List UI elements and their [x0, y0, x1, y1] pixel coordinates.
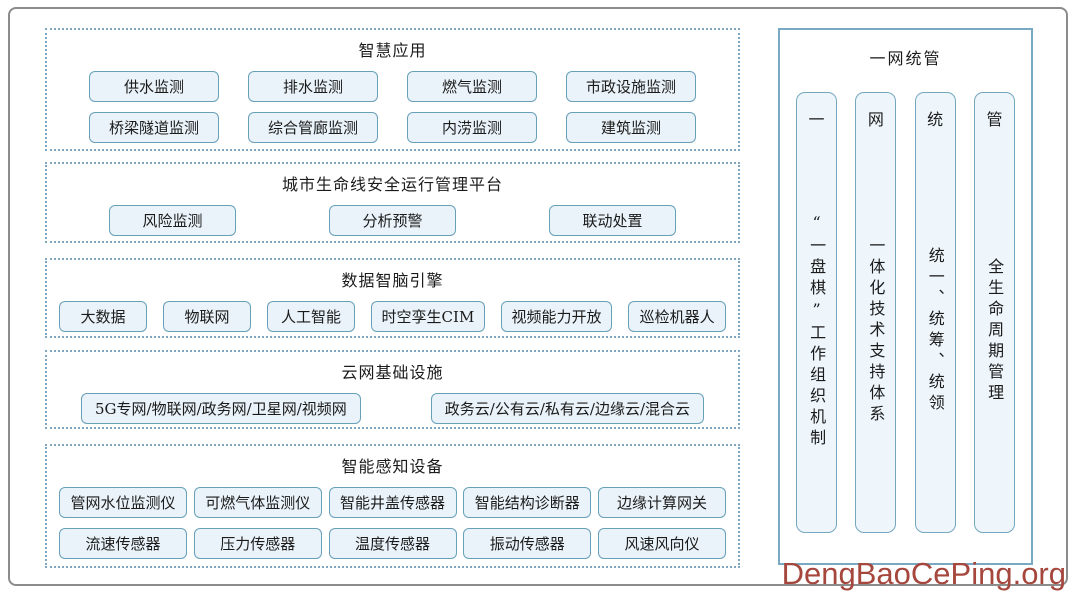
item-box: 智能井盖传感器	[328, 487, 457, 518]
item-box: 时空孪生CIM	[371, 301, 485, 332]
pillar-body: 统一、统筹、统领	[925, 247, 945, 415]
section-title: 城市生命线安全运行管理平台	[281, 175, 503, 194]
item-box: 排水监测	[248, 71, 378, 102]
item-box: 联动处置	[549, 205, 676, 236]
item-box: 市政设施监测	[566, 71, 696, 102]
engine-row: 大数据 物联网 人工智能 时空孪生CIM 视频能力开放 巡检机器人	[47, 301, 738, 332]
item-box: 供水监测	[89, 71, 219, 102]
item-box: 巡检机器人	[628, 301, 726, 332]
pillar-group: 一 “一盘棋”工作组织机制 网 一体化技术支持体系 统 统一、统筹、统领 管 全…	[796, 92, 1015, 533]
pillar-head: 网	[867, 110, 884, 129]
app-row-2: 桥梁隧道监测 综合管廊监测 内涝监测 建筑监测	[47, 112, 738, 143]
item-box: 压力传感器	[193, 528, 322, 559]
item-box: 管网水位监测仪	[59, 487, 187, 518]
item-box: 视频能力开放	[500, 301, 613, 332]
pillar-tong: 统 统一、统筹、统领	[914, 92, 956, 533]
pillar-head: 统	[927, 110, 944, 129]
section-smart-applications: 智慧应用 供水监测 排水监测 燃气监测 市政设施监测 桥梁隧道监测 综合管廊监测…	[45, 28, 740, 151]
section-title: 智慧应用	[358, 41, 427, 60]
item-box: 智能结构诊断器	[463, 487, 592, 518]
item-box: 人工智能	[267, 301, 355, 332]
item-box: 5G专网/物联网/政务网/卫星网/视频网	[81, 393, 361, 424]
item-box: 大数据	[59, 301, 147, 332]
outer-frame	[8, 7, 1068, 586]
item-box: 物联网	[163, 301, 251, 332]
item-box: 桥梁隧道监测	[89, 112, 219, 143]
item-box: 可燃气体监测仪	[193, 487, 322, 518]
section-cloud-network-infrastructure: 云网基础设施 5G专网/物联网/政务网/卫星网/视频网 政务云/公有云/私有云/…	[45, 350, 740, 429]
watermark-text: DengBaoCePing.org	[781, 556, 1066, 591]
pillar-guan: 管 全生命周期管理	[973, 92, 1015, 533]
item-box: 政务云/公有云/私有云/边缘云/混合云	[430, 393, 704, 424]
app-row-1: 供水监测 排水监测 燃气监测 市政设施监测	[47, 71, 738, 102]
item-box: 燃气监测	[407, 71, 537, 102]
pillar-yi: 一 “一盘棋”工作组织机制	[796, 92, 837, 533]
item-box: 温度传感器	[328, 528, 457, 559]
section-lifeline-platform: 城市生命线安全运行管理平台 风险监测 分析预警 联动处置	[45, 162, 740, 243]
device-row-2: 流速传感器 压力传感器 温度传感器 振动传感器 风速风向仪	[47, 528, 738, 559]
device-row-1: 管网水位监测仪 可燃气体监测仪 智能井盖传感器 智能结构诊断器 边缘计算网关	[47, 487, 738, 518]
section-sensing-devices: 智能感知设备 管网水位监测仪 可燃气体监测仪 智能井盖传感器 智能结构诊断器 边…	[45, 444, 740, 568]
item-box: 综合管廊监测	[248, 112, 378, 143]
item-box: 建筑监测	[566, 112, 696, 143]
platform-row: 风险监测 分析预警 联动处置	[47, 205, 738, 236]
section-title: 云网基础设施	[341, 363, 444, 382]
pillar-wang: 网 一体化技术支持体系	[855, 92, 897, 533]
section-title: 智能感知设备	[341, 457, 444, 476]
pillar-body: 一体化技术支持体系	[866, 236, 886, 426]
item-box: 风速风向仪	[598, 528, 726, 559]
pillar-body: “一盘棋”工作组织机制	[807, 212, 827, 450]
item-box: 振动传感器	[463, 528, 592, 559]
item-box: 流速传感器	[59, 528, 187, 559]
pillar-body: 全生命周期管理	[985, 257, 1005, 405]
panel-unified-governance: 一网统管 一 “一盘棋”工作组织机制 网 一体化技术支持体系 统 统一、统筹、统…	[778, 28, 1033, 565]
pillar-head: 一	[808, 110, 825, 129]
item-box: 边缘计算网关	[598, 487, 726, 518]
section-title: 数据智脑引擎	[341, 271, 444, 290]
item-box: 分析预警	[329, 205, 456, 236]
section-data-brain-engine: 数据智脑引擎 大数据 物联网 人工智能 时空孪生CIM 视频能力开放 巡检机器人	[45, 258, 740, 338]
panel-title: 一网统管	[869, 49, 942, 68]
item-box: 内涝监测	[407, 112, 537, 143]
item-box: 风险监测	[109, 205, 236, 236]
infrastructure-row: 5G专网/物联网/政务网/卫星网/视频网 政务云/公有云/私有云/边缘云/混合云	[47, 393, 738, 424]
pillar-head: 管	[986, 110, 1003, 129]
